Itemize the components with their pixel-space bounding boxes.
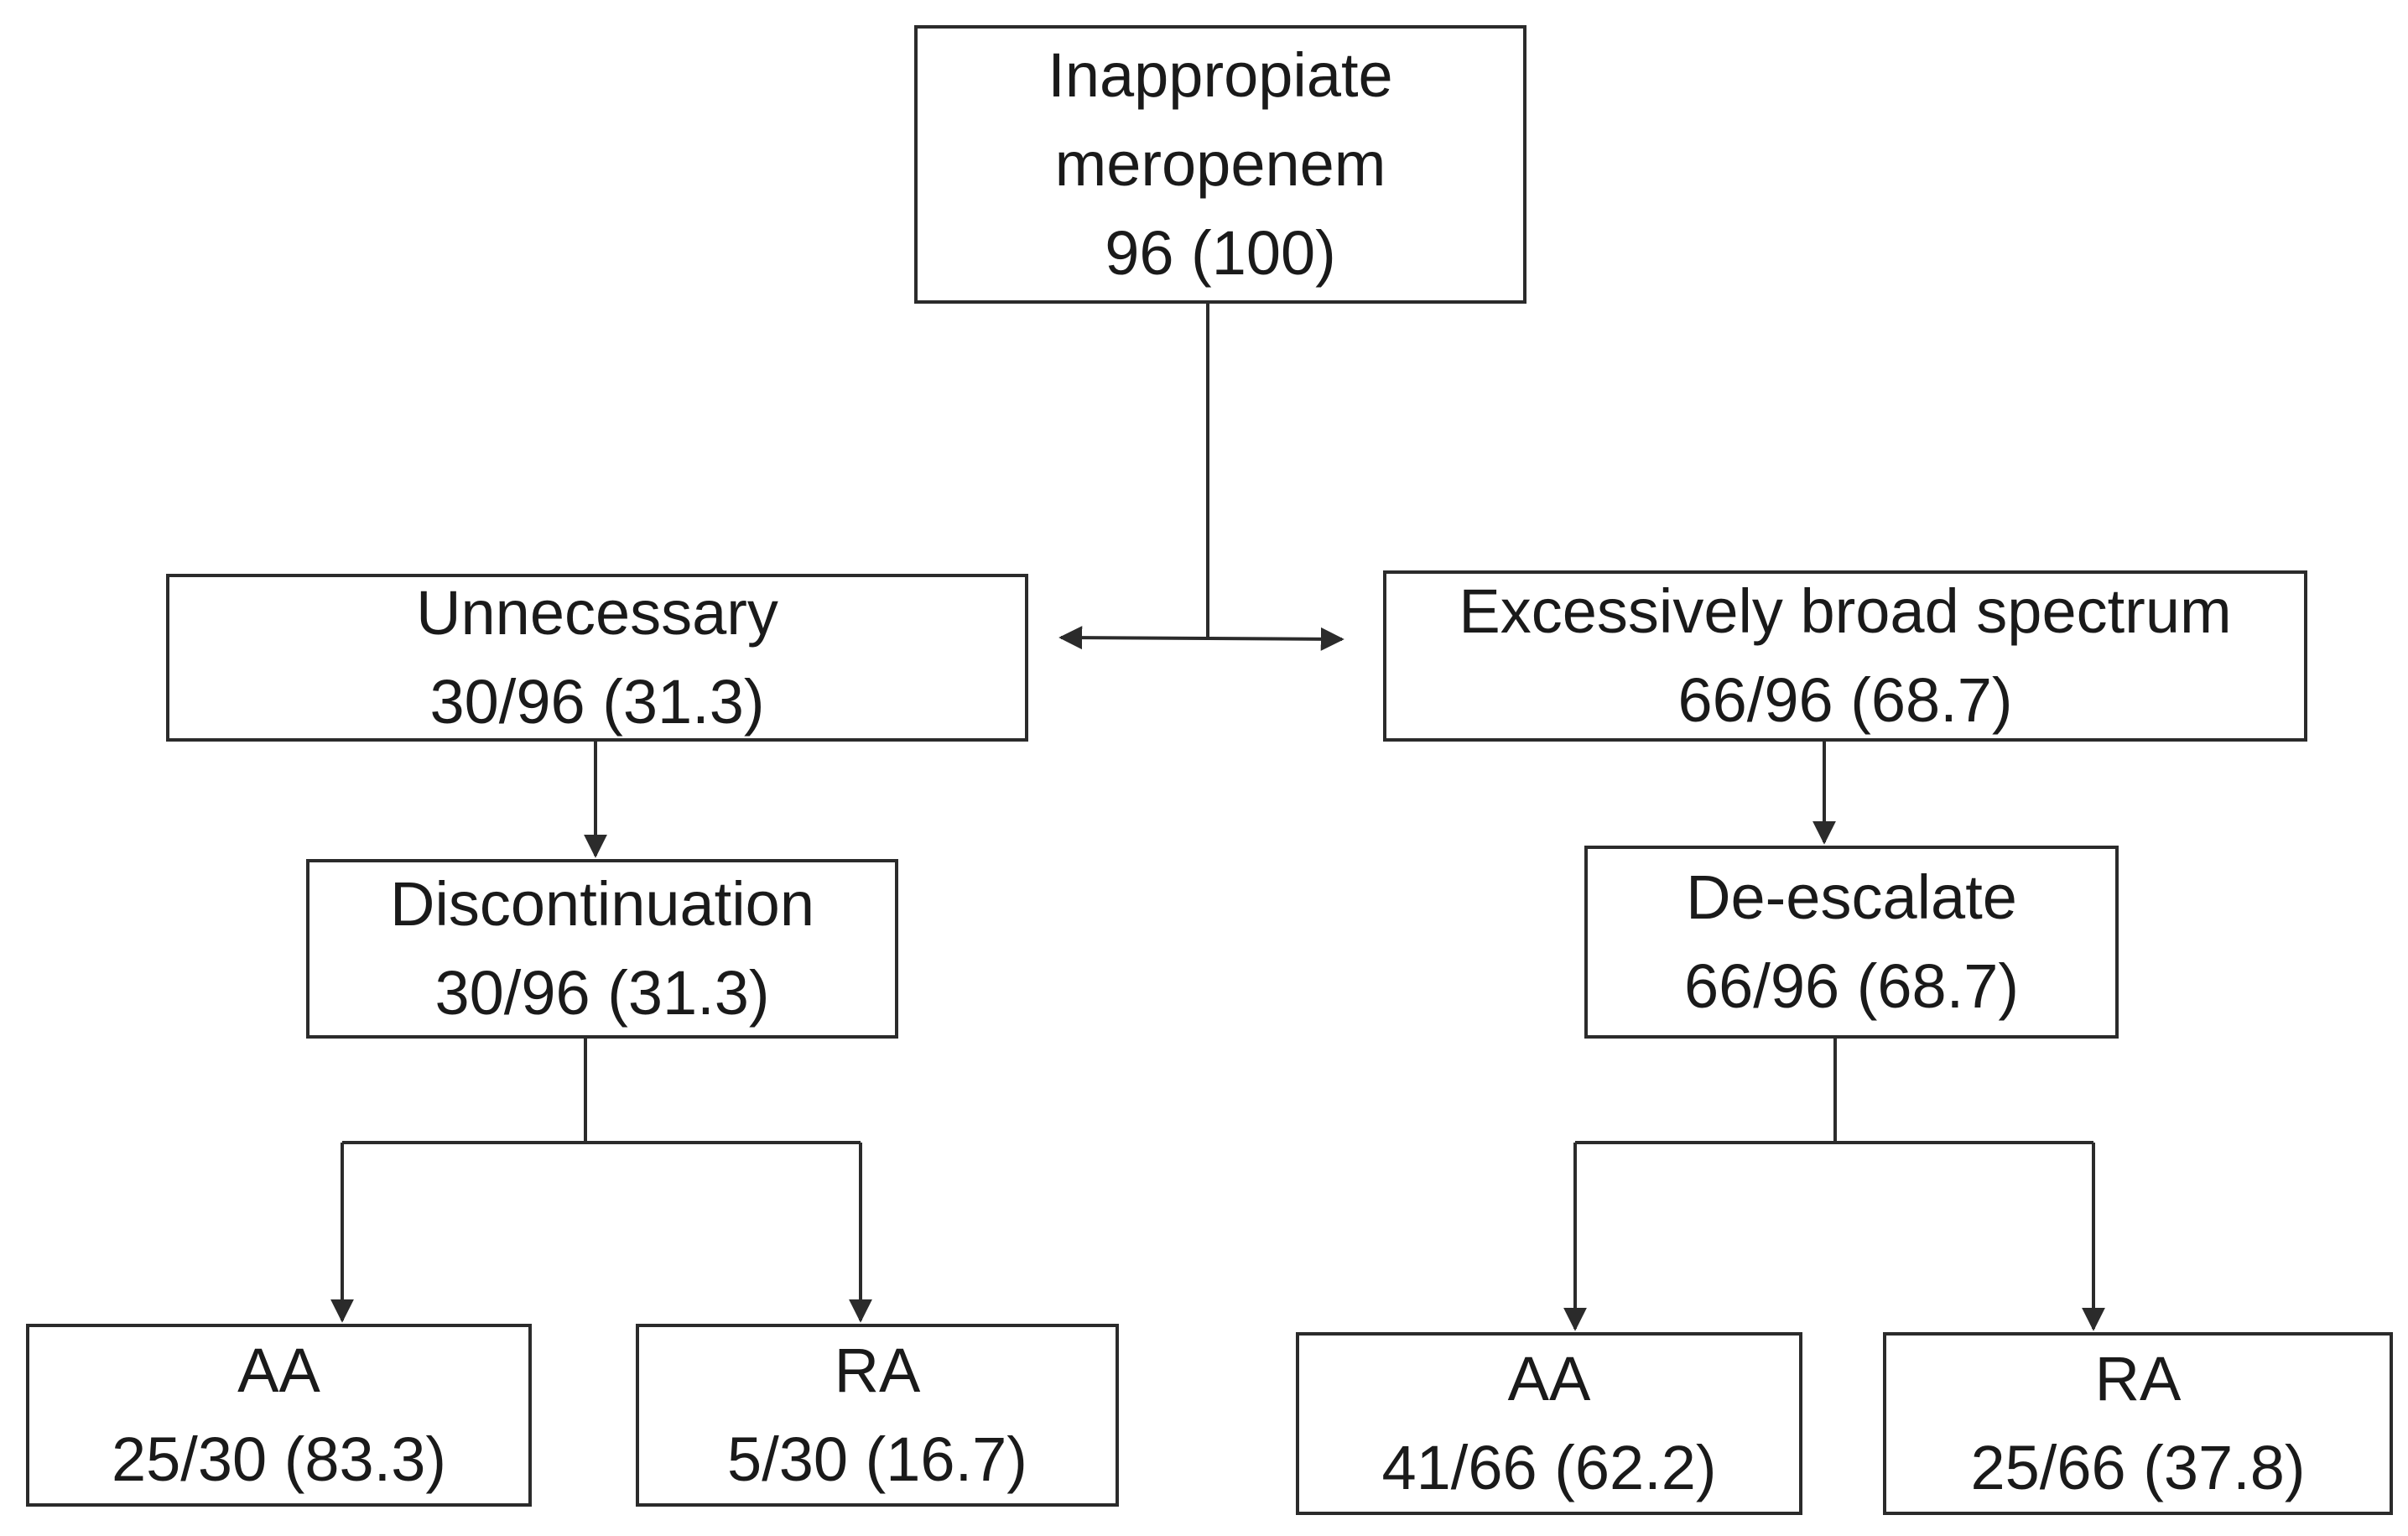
node-label: De-escalate	[1686, 862, 2017, 932]
de-escalate-box: De-escalate 66/96 (68.7)	[1584, 846, 2119, 1039]
node-value: 5/30 (16.7)	[727, 1424, 1027, 1494]
unnecessary-box: Unnecessary 30/96 (31.3)	[166, 574, 1028, 742]
deescalate-aa-box: AA 41/66 (62.2)	[1296, 1332, 1802, 1515]
node-value: 25/30 (83.3)	[111, 1424, 447, 1494]
node-label: Unnecessary	[416, 578, 778, 648]
node-label: RA	[2094, 1344, 2182, 1414]
discontinuation-box: Discontinuation 30/96 (31.3)	[306, 859, 898, 1039]
node-label: Discontinuation	[390, 869, 814, 939]
node-label: AA	[237, 1336, 320, 1405]
node-label: Inappropiate	[1048, 40, 1393, 110]
node-value: 41/66 (62.2)	[1381, 1433, 1717, 1502]
node-value: 25/66 (37.8)	[1970, 1433, 2306, 1502]
node-value: 30/96 (31.3)	[434, 958, 770, 1028]
node-value: 66/96 (68.7)	[1677, 665, 2013, 735]
node-value: 96 (100)	[1105, 218, 1336, 288]
node-value: 66/96 (68.7)	[1683, 951, 2020, 1021]
inappropriate-meropenem-box: Inappropiate meropenem 96 (100)	[914, 25, 1526, 304]
discontinuation-ra-box: RA 5/30 (16.7)	[636, 1324, 1119, 1507]
deescalate-ra-box: RA 25/66 (37.8)	[1883, 1332, 2393, 1515]
discontinuation-aa-box: AA 25/30 (83.3)	[26, 1324, 532, 1507]
node-label: RA	[834, 1336, 921, 1405]
node-label: Excessively broad spectrum	[1459, 576, 2232, 646]
node-label: AA	[1507, 1344, 1591, 1414]
split-arrow	[1058, 626, 1344, 651]
excessively-broad-spectrum-box: Excessively broad spectrum 66/96 (68.7)	[1383, 570, 2307, 742]
node-value: 30/96 (31.3)	[429, 667, 765, 737]
node-label: meropenem	[1054, 129, 1386, 199]
